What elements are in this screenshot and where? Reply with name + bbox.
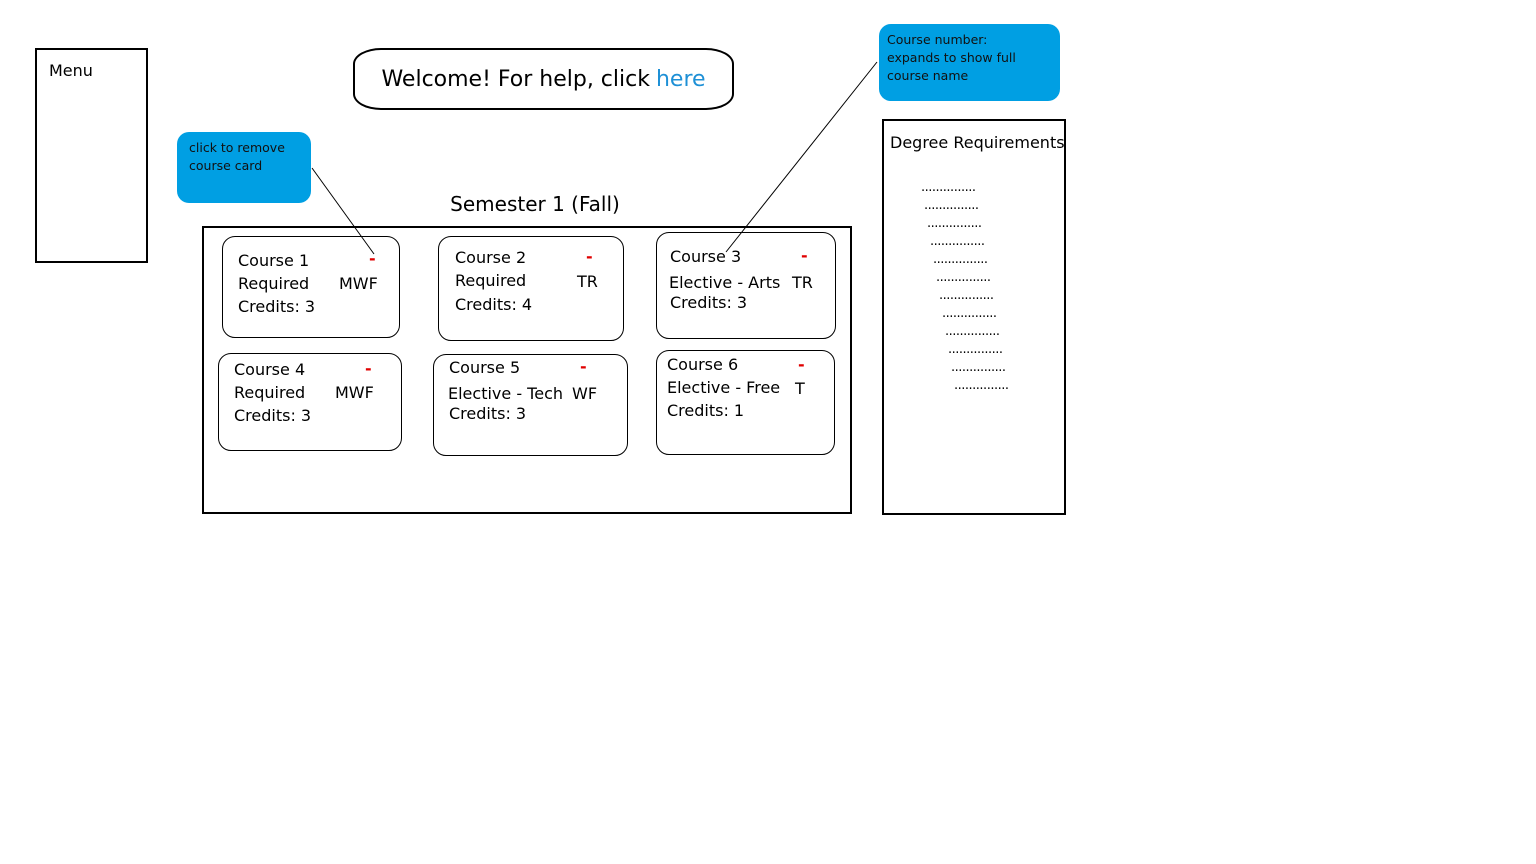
menu-label: Menu <box>49 61 93 80</box>
course-type: Elective - Free <box>667 378 781 397</box>
welcome-banner: Welcome! For help, click here <box>353 48 734 110</box>
callout-remove-line2: course card <box>189 158 263 173</box>
remove-course-button[interactable]: - <box>586 247 593 266</box>
course-name[interactable]: Course 3 <box>670 247 742 266</box>
course-days: TR <box>792 273 813 292</box>
requirement-placeholder: ............... <box>939 288 994 303</box>
requirement-placeholder: ............... <box>924 198 979 213</box>
course-card[interactable]: Course 5 - Elective - Tech WF Credits: 3 <box>433 354 628 456</box>
requirement-placeholder: ............... <box>936 270 991 285</box>
course-type: Required <box>234 383 306 402</box>
course-days: MWF <box>335 383 374 402</box>
course-days: MWF <box>339 274 378 293</box>
course-name[interactable]: Course 2 <box>455 248 527 267</box>
help-link[interactable]: here <box>655 66 706 92</box>
semester-title: Semester 1 (Fall) <box>450 192 620 216</box>
welcome-text: Welcome! For help, click <box>381 66 650 92</box>
menu-panel[interactable]: Menu <box>35 48 148 263</box>
connector-number-line <box>725 61 878 253</box>
requirement-placeholder: ............... <box>948 342 1003 357</box>
course-type: Elective - Arts <box>669 273 781 292</box>
course-days: TR <box>577 272 598 291</box>
remove-course-button[interactable]: - <box>580 357 587 376</box>
course-name[interactable]: Course 1 <box>238 251 310 270</box>
callout-remove-card: click to remove course card <box>177 132 311 203</box>
requirement-placeholder: ............... <box>942 306 997 321</box>
callout-remove-line1: click to remove <box>189 140 285 155</box>
requirement-placeholder: ............... <box>930 234 985 249</box>
degree-requirements-title: Degree Requirements <box>890 133 1065 152</box>
course-card[interactable]: Course 2 - Required TR Credits: 4 <box>438 236 624 341</box>
remove-course-button[interactable]: - <box>798 355 805 374</box>
requirement-placeholder: ............... <box>951 360 1006 375</box>
callout-number-line1: Course number: <box>887 32 988 47</box>
course-credits: Credits: 1 <box>667 401 745 420</box>
course-card[interactable]: Course 6 - Elective - Free T Credits: 1 <box>656 350 835 455</box>
course-type: Required <box>238 274 310 293</box>
callout-course-number: Course number: expands to show full cour… <box>879 24 1060 101</box>
course-name[interactable]: Course 6 <box>667 355 739 374</box>
course-days: T <box>795 379 805 398</box>
requirement-placeholder: ............... <box>927 216 982 231</box>
degree-requirements-panel: Degree Requirements ............... ....… <box>882 119 1066 515</box>
course-card[interactable]: Course 3 - Elective - Arts TR Credits: 3 <box>656 232 836 339</box>
requirement-placeholder: ............... <box>945 324 1000 339</box>
course-card[interactable]: Course 4 - Required MWF Credits: 3 <box>218 353 402 451</box>
course-credits: Credits: 4 <box>455 295 533 314</box>
course-name[interactable]: Course 5 <box>449 358 521 377</box>
course-credits: Credits: 3 <box>670 293 748 312</box>
course-type: Required <box>455 271 527 290</box>
requirement-placeholder: ............... <box>921 180 976 195</box>
course-card[interactable]: Course 1 - Required MWF Credits: 3 <box>222 236 400 338</box>
callout-number-line2: expands to show full <box>887 50 1016 65</box>
course-credits: Credits: 3 <box>238 297 316 316</box>
course-credits: Credits: 3 <box>449 404 527 423</box>
remove-course-button[interactable]: - <box>365 359 372 378</box>
requirement-placeholder: ............... <box>933 252 988 267</box>
semester-panel <box>202 226 852 514</box>
requirement-placeholder: ............... <box>954 378 1009 393</box>
course-type: Elective - Tech <box>448 384 564 403</box>
callout-number-line3: course name <box>887 68 969 83</box>
remove-course-button[interactable]: - <box>801 246 808 265</box>
remove-course-button[interactable]: - <box>369 249 376 268</box>
course-credits: Credits: 3 <box>234 406 312 425</box>
course-days: WF <box>572 384 598 403</box>
course-name[interactable]: Course 4 <box>234 360 306 379</box>
